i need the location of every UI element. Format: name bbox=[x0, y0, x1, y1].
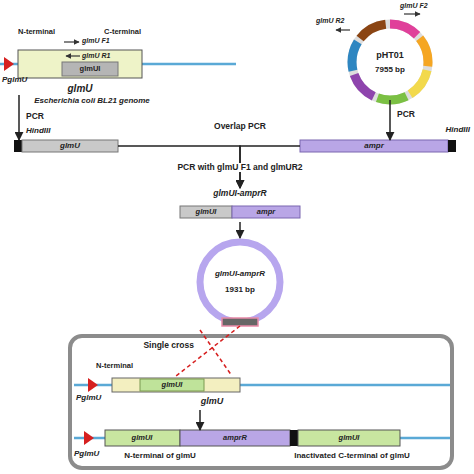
pcr-product: glmU bbox=[14, 140, 118, 152]
annotation-label: HindIII bbox=[26, 127, 50, 136]
construct-circle: glmUI-amprR 1931 bp bbox=[196, 238, 284, 326]
gene-box bbox=[112, 378, 240, 392]
promoter-symbol bbox=[84, 431, 94, 445]
hindiii-site bbox=[448, 140, 456, 152]
annotation-label: PglmU bbox=[76, 394, 101, 403]
crossover-line bbox=[176, 326, 240, 376]
node-text: glmU bbox=[201, 397, 224, 407]
hindiii-site bbox=[14, 140, 22, 152]
primer-arrow bbox=[336, 29, 350, 30]
plasmid-ring bbox=[352, 24, 428, 100]
fusion-product: glmUI-amprR glmUI ampr bbox=[180, 188, 300, 222]
cell-outline bbox=[70, 336, 452, 468]
node-text: 7955 bp bbox=[375, 66, 405, 75]
gene-insert bbox=[140, 379, 204, 391]
annotation-label: PglmU bbox=[2, 76, 27, 85]
node-text: ampr bbox=[257, 208, 275, 216]
gene-box bbox=[18, 50, 142, 78]
fusion-segment bbox=[232, 206, 300, 218]
node-text: amprR bbox=[223, 434, 247, 442]
primer-arrow bbox=[66, 55, 80, 56]
process-arrow bbox=[389, 100, 391, 140]
gene-box: glmUI glmU bbox=[14, 50, 142, 95]
marker-segment bbox=[180, 430, 290, 446]
annotation-label: glmU F2 bbox=[400, 2, 428, 10]
annotation-label: PCR with glmU F1 and glmUR2 bbox=[175, 163, 304, 172]
node-text: glmUI-amprR bbox=[213, 189, 266, 198]
gene-insert bbox=[62, 62, 118, 76]
node-text: glmU bbox=[60, 142, 80, 151]
pcr-product bbox=[22, 140, 118, 152]
process-arrow bbox=[18, 95, 20, 140]
fusion-segment bbox=[180, 206, 232, 218]
annotation-label: Escherichia coli BL21 genome bbox=[34, 97, 150, 106]
edge-label: PCR bbox=[24, 112, 46, 121]
node-text: glmU bbox=[68, 83, 93, 94]
annotation-label: N-terminal bbox=[18, 28, 55, 36]
node-text: 1931 bp bbox=[225, 286, 255, 295]
edge-label: Single cross bbox=[141, 341, 196, 350]
annotation-label: Overlap PCR bbox=[214, 122, 266, 131]
node-text: glmUI-amprR bbox=[215, 270, 265, 279]
annotation-label: PglmU bbox=[74, 450, 99, 459]
annotation-label: glmU R2 bbox=[316, 17, 344, 25]
pcr-product bbox=[300, 140, 448, 152]
node-text: glmUI bbox=[80, 65, 101, 73]
recombinant-gene: glmUI amprR glmUI bbox=[105, 430, 400, 446]
gene-segment bbox=[298, 430, 400, 446]
node-text: glmUI bbox=[339, 434, 360, 442]
primer-arrow bbox=[404, 13, 420, 14]
node-text: glmUI bbox=[162, 381, 183, 389]
node-text: glmUI bbox=[196, 208, 217, 216]
construct-ring bbox=[200, 242, 280, 322]
node-text: pHT01 bbox=[376, 51, 404, 61]
gene-box: glmUI glmU bbox=[112, 376, 240, 410]
site-block bbox=[290, 430, 298, 446]
plasmid-circle: pHT01 7955 bp bbox=[352, 24, 428, 100]
node-text: glmUI bbox=[132, 434, 153, 442]
primer-arrow bbox=[64, 41, 79, 42]
annotation-label: glmU R1 bbox=[82, 52, 110, 60]
annotation-label: N-terminal of glmU bbox=[124, 452, 196, 461]
edge-label: PCR bbox=[395, 110, 417, 119]
annotation-label: C-terminal bbox=[104, 28, 141, 36]
pcr-product: ampr bbox=[300, 140, 456, 152]
annotation-label: Inactivated C-terminal of glmU bbox=[294, 452, 410, 461]
insert-block bbox=[222, 318, 258, 326]
annotation-label: glmU F1 bbox=[82, 37, 110, 45]
node-text: ampr bbox=[364, 142, 384, 151]
annotation-label: HindIII bbox=[446, 126, 470, 135]
process-arrow bbox=[239, 222, 241, 238]
promoter-symbol bbox=[88, 378, 98, 392]
process-arrow bbox=[199, 410, 201, 430]
gene-segment bbox=[105, 430, 180, 446]
annotation-label: N-terminal bbox=[96, 362, 133, 370]
promoter-symbol bbox=[4, 57, 14, 71]
